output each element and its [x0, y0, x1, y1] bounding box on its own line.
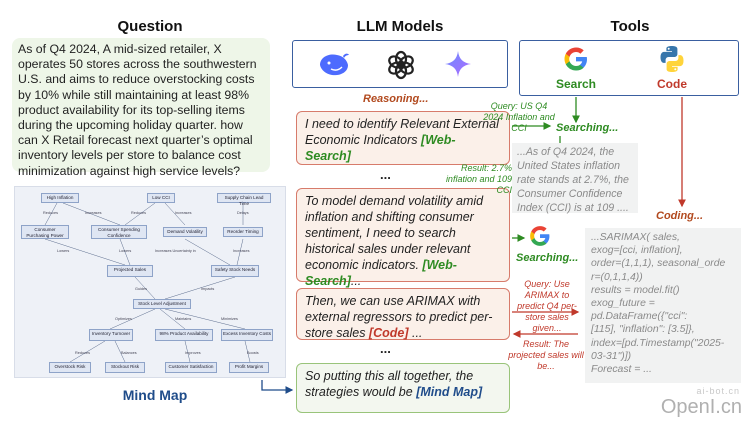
- step2-text: To model demand volatility amid inflatio…: [305, 194, 484, 272]
- mm-edge-label: Impacts: [201, 287, 215, 291]
- reasoning-step-1: I need to identify Relevant External Eco…: [296, 111, 510, 165]
- mm-node: Supply Chain Lead Time: [217, 193, 271, 206]
- code-line: Forecast = ...: [591, 364, 652, 376]
- result1-label: Result: 2.7% inflation and 109 CCI: [445, 163, 512, 195]
- code-tool-label: Code: [657, 77, 687, 91]
- step4-text: So putting this all together, the strate…: [305, 369, 474, 399]
- google-logo-icon: [564, 47, 587, 71]
- searching-label-2: Searching...: [516, 252, 579, 264]
- mm-node: Excess Inventory Costs: [221, 329, 273, 341]
- mm-edge-label: Lowers: [119, 249, 132, 253]
- google-logo-icon: [530, 226, 550, 246]
- web-search-tag: [Web-Search]: [305, 258, 457, 288]
- code-tag: [Code]: [368, 326, 409, 340]
- mm-edge-label: Increases Uncertainty in: [155, 249, 196, 253]
- python-logo-icon: [660, 46, 684, 72]
- reasoning-step-3: Then, we can use ARIMAX with external re…: [296, 288, 510, 340]
- llm-models-box: [292, 40, 508, 88]
- code-line: 03-31")]): [591, 350, 632, 362]
- search-result-box: ...As of Q4 2024, the United States infl…: [512, 143, 638, 214]
- question-text: As of Q4 2024, A mid-sized retailer, X o…: [18, 42, 257, 178]
- mm-node: Consumer Purchasing Power: [21, 225, 69, 239]
- code-line: order=(1,1,1), seasonal_orde: [591, 258, 726, 270]
- code-line: r=(0,1,1,4)): [591, 271, 643, 283]
- reasoning-step-2: To model demand volatility amid inflatio…: [296, 188, 510, 288]
- mm-node: Demand Volatility: [163, 227, 207, 237]
- llm-models-header: LLM Models: [356, 18, 444, 35]
- query2-label: Query: Use ARIMAX to predict Q4 per-stor…: [517, 279, 577, 333]
- mm-node: 98% Product Availability: [155, 329, 213, 341]
- code-line: index=[pd.Timestamp("2025-: [591, 337, 725, 349]
- code-line: results = model.fit(): [591, 284, 680, 296]
- code-line: pd.DataFrame({"cci":: [591, 311, 688, 323]
- mm-node: Reorder Timing: [223, 227, 263, 237]
- mm-node: Safety Stock Needs: [211, 265, 259, 277]
- question-header: Question: [117, 18, 183, 35]
- mm-edge-label: Balances: [121, 351, 137, 355]
- step3-suffix: ...: [408, 326, 423, 340]
- mm-node: High Inflation: [41, 193, 79, 203]
- mm-edge-label: Maintains: [175, 317, 192, 321]
- watermark-small: ai-bot.cn: [696, 386, 740, 396]
- mm-edge-label: Increases: [175, 211, 192, 215]
- tools-box: Search Code: [519, 40, 739, 96]
- mm-edge-label: Minimizes: [221, 317, 238, 321]
- mm-node: Overstock Risk: [49, 362, 91, 373]
- mm-edge-label: Delays: [237, 211, 249, 215]
- mm-node: Profit Margins: [229, 362, 269, 373]
- coding-label: Coding...: [656, 210, 704, 222]
- code-line: ...SARIMAX( sales,: [591, 232, 680, 243]
- whale-logo-icon: [320, 53, 349, 76]
- search-result-text: ...As of Q4 2024, the United States infl…: [517, 146, 629, 214]
- mind-map-tag: [Mind Map]: [416, 385, 483, 399]
- mm-node: Consumer Spending Confidence: [91, 225, 147, 239]
- ellipsis-1: ...: [380, 167, 391, 182]
- mm-edge-label: Increases: [85, 211, 102, 215]
- mind-map-image: High Inflation Low CCI Supply Chain Lead…: [14, 186, 286, 378]
- web-search-tag: [Web-Search]: [305, 133, 456, 163]
- sparkle-star-icon: [445, 51, 471, 77]
- mm-edge-label: Guides: [135, 287, 148, 291]
- mm-node: Stock Level Adjustment: [133, 299, 191, 309]
- code-snippet-box: ...SARIMAX( sales, exog=[cci, inflation]…: [585, 228, 741, 383]
- searching-label-1: Searching...: [556, 122, 619, 134]
- mm-edge-label: Improves: [185, 351, 201, 355]
- mm-node: Projected Sales: [107, 265, 153, 277]
- ellipsis-2: ...: [380, 341, 391, 356]
- search-tool-label: Search: [555, 77, 597, 91]
- mm-edge-label: Boosts: [247, 351, 259, 355]
- step3-text: Then, we can use ARIMAX with external re…: [305, 294, 493, 340]
- step2-suffix: ...: [350, 274, 362, 288]
- code-line: exog_future =: [591, 298, 655, 310]
- reasoning-step-4: So putting this all together, the strate…: [296, 363, 510, 413]
- mm-edge-label: Reduces: [43, 211, 58, 215]
- code-line: [115], "inflation": [3.5]},: [591, 324, 695, 336]
- mm-node: Low CCI: [147, 193, 175, 203]
- watermark-large: OpenI.cn: [660, 396, 742, 418]
- mm-edge-label: Optimizes: [115, 317, 132, 321]
- mm-edge-label: Reduces: [75, 351, 90, 355]
- mind-map-edges: [44, 202, 251, 363]
- result2-label: Result: The projected sales will be...: [508, 339, 584, 371]
- tools-header: Tools: [610, 18, 650, 35]
- mm-edge-label: Lowers: [57, 249, 70, 253]
- knot-logo-icon: [388, 50, 414, 80]
- mm-node: Stockout Risk: [105, 362, 145, 373]
- mm-node: Inventory Turnover: [89, 329, 133, 341]
- mm-node: Customer Satisfaction: [165, 362, 217, 373]
- reasoning-label: Reasoning...: [363, 93, 429, 105]
- query1-label: Query: US Q4 2024 Inflation and CCI: [483, 101, 555, 133]
- mm-edge-label: Increases: [233, 249, 250, 253]
- step1-text: I need to identify Relevant External Eco…: [305, 117, 499, 147]
- question-box: As of Q4 2024, A mid-sized retailer, X o…: [12, 38, 270, 178]
- code-line: exog=[cci, inflation],: [591, 245, 683, 257]
- mm-edge-label: Reduces: [131, 211, 146, 215]
- mind-map-title: Mind Map: [122, 387, 188, 403]
